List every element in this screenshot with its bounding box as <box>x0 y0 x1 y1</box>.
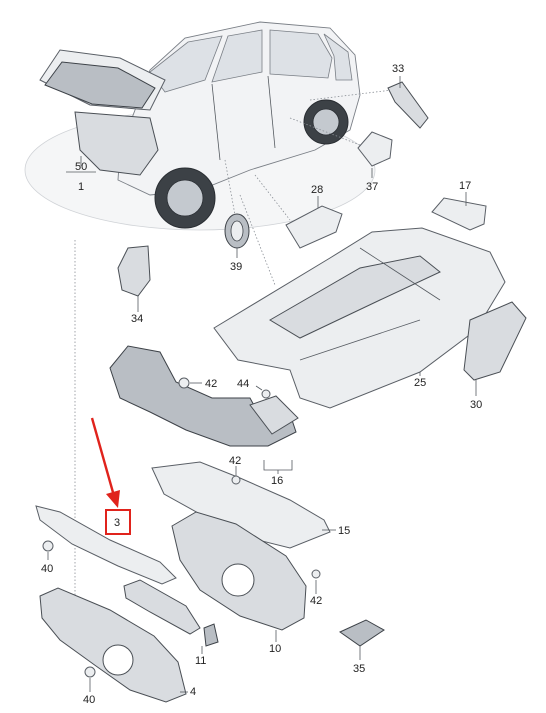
highlight-box <box>105 509 131 535</box>
callout-42a[interactable]: 42 <box>205 378 217 390</box>
part-34-shape <box>117 245 151 297</box>
part-35-shape <box>339 619 385 647</box>
part-37-shape <box>357 131 393 167</box>
callout-44[interactable]: 44 <box>237 378 249 390</box>
part-30-shape <box>463 301 527 381</box>
part-42a-clip <box>178 377 190 389</box>
part-15-shape <box>151 461 331 549</box>
guide-line-28 <box>254 174 291 221</box>
highlight-marker <box>90 417 131 535</box>
part-25-crease-b <box>299 319 421 361</box>
part-40b-clip <box>84 666 96 678</box>
part-44-clip <box>261 389 271 399</box>
part-4-shape <box>39 587 187 703</box>
callout-4[interactable]: 4 <box>190 686 196 698</box>
callout-40a[interactable]: 40 <box>41 563 53 575</box>
car-rear-window <box>323 33 353 81</box>
front-wheel-rim <box>166 179 204 217</box>
part-28-shape <box>285 205 343 249</box>
engine-bay-panel <box>74 111 159 176</box>
part-33-shape <box>387 81 429 129</box>
callout-34[interactable]: 34 <box>131 313 143 325</box>
callout-11[interactable]: 11 <box>195 655 206 667</box>
callout-40b[interactable]: 40 <box>83 694 95 706</box>
part-25-tunnel <box>269 255 441 339</box>
callout-1[interactable]: 1 <box>78 181 84 193</box>
callout-50[interactable]: 50 <box>75 161 87 173</box>
hood-insulation-1 <box>44 61 156 109</box>
callout-15[interactable]: 15 <box>338 525 350 537</box>
callout-30[interactable]: 30 <box>470 399 482 411</box>
highlight-arrow-head <box>106 490 120 508</box>
part-39-inner <box>230 220 244 242</box>
part-42b-clip <box>231 475 241 485</box>
part-10-hole <box>221 563 255 597</box>
highlight-arrow-shaft <box>90 417 116 497</box>
leader-lines <box>47 76 477 693</box>
part-16-plate <box>249 395 299 435</box>
vehicle-illustration <box>24 21 376 231</box>
callout-42c[interactable]: 42 <box>310 595 322 607</box>
callout-33[interactable]: 33 <box>392 63 404 75</box>
callout-25[interactable]: 25 <box>414 377 426 389</box>
callout-16[interactable]: 16 <box>271 475 283 487</box>
callout-39[interactable]: 39 <box>230 261 242 273</box>
guide-line-39 <box>224 159 236 216</box>
callout-37[interactable]: 37 <box>366 181 378 193</box>
door-line-front <box>211 83 221 161</box>
callout-28[interactable]: 28 <box>311 184 323 196</box>
callout-10[interactable]: 10 <box>269 643 281 655</box>
callout-17[interactable]: 17 <box>459 180 471 192</box>
part-40a-clip <box>42 540 54 552</box>
part-3-shape <box>35 505 177 585</box>
part-25-floor-mat <box>213 227 506 409</box>
part-11-shape <box>123 579 201 635</box>
car-windshield <box>149 35 223 93</box>
callout-35[interactable]: 35 <box>353 663 365 675</box>
part-11-tab <box>203 623 219 647</box>
car-side-window-rear <box>269 29 333 79</box>
part-4-hole <box>102 644 134 676</box>
rear-wheel-rim <box>312 108 340 136</box>
door-line-rear <box>267 75 276 149</box>
part-42c-clip <box>311 569 321 579</box>
callout-42b[interactable]: 42 <box>229 455 241 467</box>
callout-labels: 33 50 1 28 37 17 39 34 42 44 25 30 42 16… <box>41 63 482 706</box>
callout-3[interactable]: 3 <box>114 517 120 529</box>
part-25-crease-a <box>359 247 441 301</box>
part-17-shape <box>431 197 487 231</box>
car-side-window-front <box>211 29 263 83</box>
